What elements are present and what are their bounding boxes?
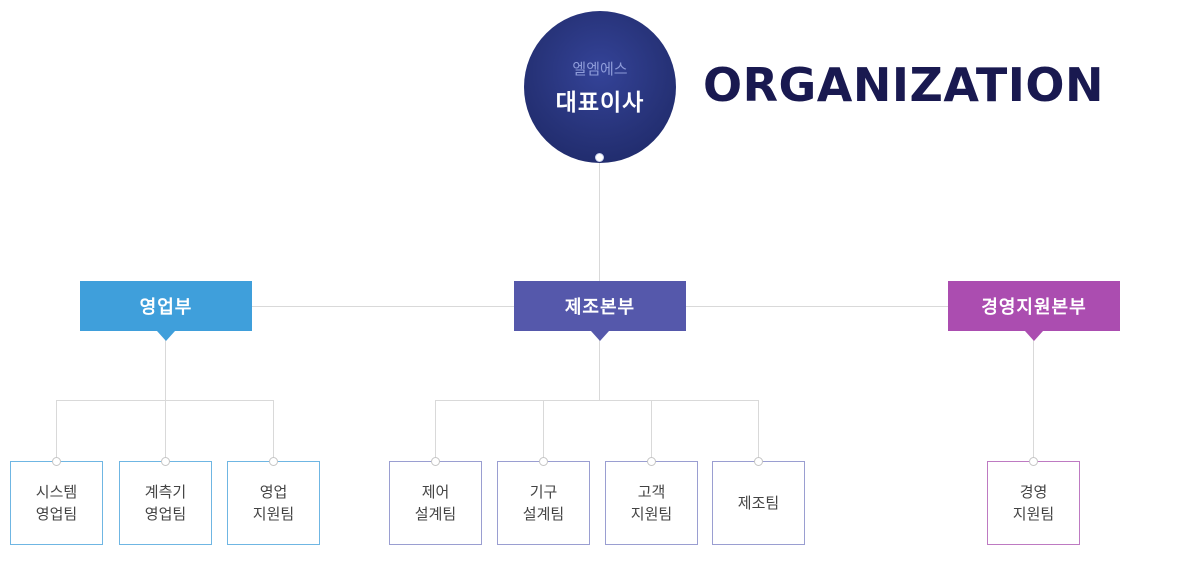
node-dot: [1029, 457, 1038, 466]
team-label: 고객: [637, 482, 666, 501]
node-dot: [269, 457, 278, 466]
department-box-sales: 영업부: [80, 281, 252, 331]
connector-team-vertical: [758, 400, 759, 461]
team-box: 시스템 영업팀: [10, 461, 103, 545]
team-box: 제조팀: [712, 461, 805, 545]
team-label: 제어: [421, 482, 450, 501]
connector-team-vertical: [273, 400, 274, 461]
ceo-company-label: 엘엠에스: [572, 59, 628, 78]
connector-team-vertical: [165, 400, 166, 461]
team-box: 계측기 영업팀: [119, 461, 212, 545]
node-dot: [647, 457, 656, 466]
connector-manufacturing-horizontal: [435, 400, 759, 401]
arrow-down-icon: [591, 331, 609, 341]
ceo-connector-dot: [595, 153, 604, 162]
node-dot: [754, 457, 763, 466]
team-label: 계측기: [144, 482, 187, 501]
node-dot: [539, 457, 548, 466]
node-dot: [431, 457, 440, 466]
connector-team-vertical: [543, 400, 544, 461]
department-box-manufacturing: 제조본부: [514, 281, 686, 331]
team-box: 고객 지원팀: [605, 461, 698, 545]
arrow-down-icon: [1025, 331, 1043, 341]
team-label: 지원팀: [252, 505, 295, 523]
connector-manufacturing-vertical: [599, 331, 600, 401]
connector-management-vertical: [1033, 331, 1034, 461]
team-label: 제조팀: [737, 493, 780, 512]
node-dot: [161, 457, 170, 466]
team-label: 설계팀: [522, 505, 565, 523]
team-label: 기구: [529, 482, 558, 501]
team-label: 영업팀: [35, 505, 78, 523]
connector-team-vertical: [56, 400, 57, 461]
team-label: 경영: [1019, 482, 1048, 501]
team-label: 시스템: [35, 482, 78, 501]
ceo-badge: 엘엠에스 대표이사: [524, 11, 676, 163]
team-label: 지원팀: [630, 505, 673, 523]
ceo-title-label: 대표이사: [555, 89, 645, 116]
connector-ceo-vertical: [599, 157, 600, 281]
team-box: 제어 설계팀: [389, 461, 482, 545]
department-box-management: 경영지원본부: [948, 281, 1120, 331]
team-label: 영업: [259, 482, 288, 501]
arrow-down-icon: [157, 331, 175, 341]
page-title: ORGANIZATION: [703, 58, 1104, 112]
team-label: 지원팀: [1012, 505, 1055, 523]
team-label: 영업팀: [144, 505, 187, 523]
connector-team-vertical: [651, 400, 652, 461]
team-box: 기구 설계팀: [497, 461, 590, 545]
node-dot: [52, 457, 61, 466]
team-label: 설계팀: [414, 505, 457, 523]
team-box: 영업 지원팀: [227, 461, 320, 545]
team-box: 경영 지원팀: [987, 461, 1080, 545]
connector-sales-vertical: [165, 331, 166, 401]
connector-team-vertical: [435, 400, 436, 461]
